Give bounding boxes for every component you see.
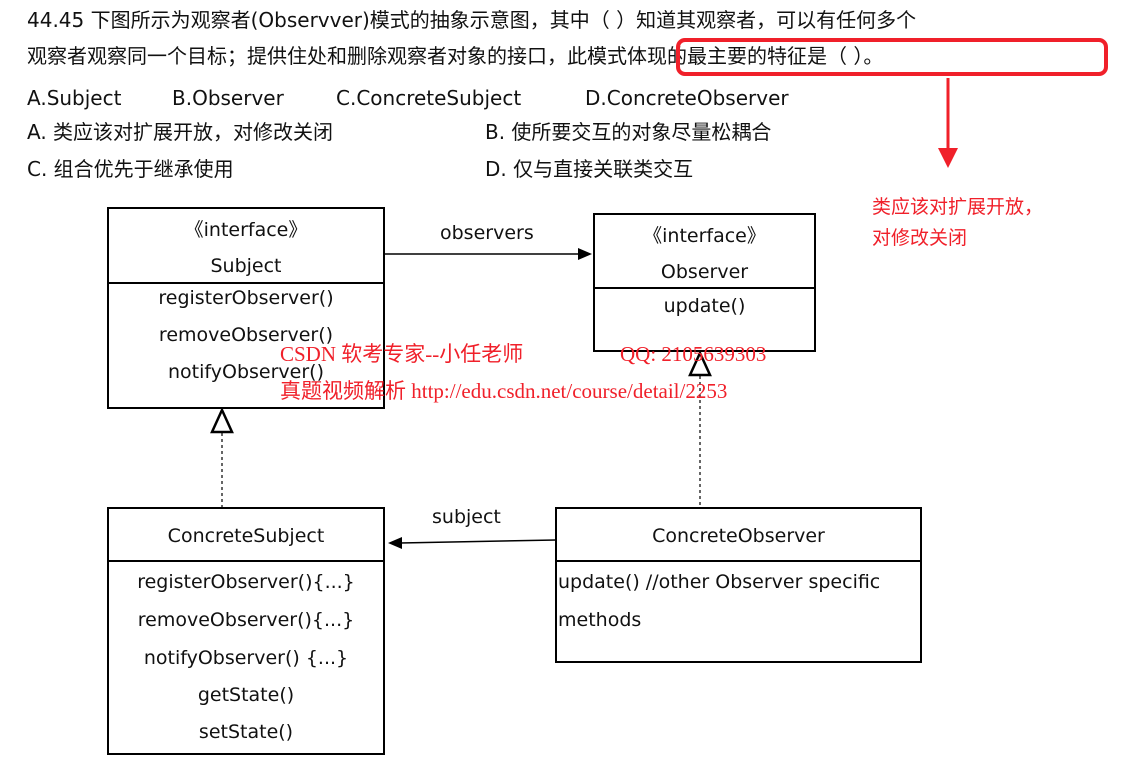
answer-annotation-1: 类应该对扩展开放， [872, 196, 1044, 218]
observer-class-box: 《interface》 Observer update() [593, 213, 816, 352]
option-d-principle: D. 仅与直接关联类交互 [485, 157, 694, 181]
concrete-observer-method: update() //other Observer specific [558, 571, 881, 593]
subject-method: registerObserver() [158, 287, 334, 309]
question-line-1: 44.45 下图所示为观察者(Observver)模式的抽象示意图，其中（ ）知… [27, 8, 917, 32]
observer-method: update() [663, 295, 746, 317]
concrete-subject-method: registerObserver(){...} [137, 571, 355, 593]
concrete-observer-method-cont: methods [558, 609, 642, 631]
observers-label: observers [440, 222, 534, 244]
concrete-observer-class-box: ConcreteObserver update() //other Observ… [555, 507, 922, 663]
concrete-subject-method: getState() [197, 684, 295, 706]
subject-realization [210, 406, 234, 508]
question-line-2: 观察者观察同一个目标；提供住处和删除观察者对象的接口，此模式体现的最主要的特征是… [27, 44, 884, 68]
concrete-subject-method: setState() [198, 721, 294, 743]
subject-association [388, 537, 557, 549]
option-a-principle: A. 类应该对扩展开放，对修改关闭 [27, 120, 334, 144]
answer-annotation-2: 对修改关闭 [872, 227, 968, 249]
observer-stereotype: 《interface》 [643, 225, 766, 247]
option-a-class: A.Subject [27, 86, 122, 110]
concrete-observer-name: ConcreteObserver [652, 525, 825, 547]
option-c-class: C.ConcreteSubject [336, 86, 522, 110]
option-d-class: D.ConcreteObserver [585, 86, 789, 110]
concrete-subject-method: removeObserver(){...} [137, 609, 355, 631]
subject-method: notifyObserver() [168, 361, 324, 383]
observer-name: Observer [660, 261, 749, 283]
concrete-subject-name: ConcreteSubject [167, 525, 325, 547]
subject-stereotype: 《interface》 [184, 219, 308, 241]
subject-name: Subject [210, 255, 282, 277]
watermark-line-2: 真题视频解析 http://edu.csdn.net/course/detail… [280, 379, 728, 403]
option-b-class: B.Observer [172, 86, 284, 110]
subject-class-box: 《interface》 Subject registerObserver() r… [107, 207, 385, 409]
annotation-arrow [938, 78, 958, 168]
concrete-subject-class-box: ConcreteSubject registerObserver(){...} … [107, 507, 385, 755]
subject-label: subject [432, 506, 501, 528]
concrete-subject-method: notifyObserver() {...} [143, 647, 349, 669]
watermark-line-1: CSDN 软考专家--小任老师 [280, 342, 524, 366]
option-c-principle: C. 组合优先于继承使用 [27, 157, 234, 181]
option-b-principle: B. 使所要交互的对象尽量松耦合 [485, 120, 772, 144]
subject-method: removeObserver() [158, 324, 334, 346]
observer-realization [688, 349, 712, 508]
watermark-qq: QQ: 2105639303 [620, 342, 767, 366]
observers-association [385, 248, 592, 260]
highlight-box [676, 38, 1108, 76]
